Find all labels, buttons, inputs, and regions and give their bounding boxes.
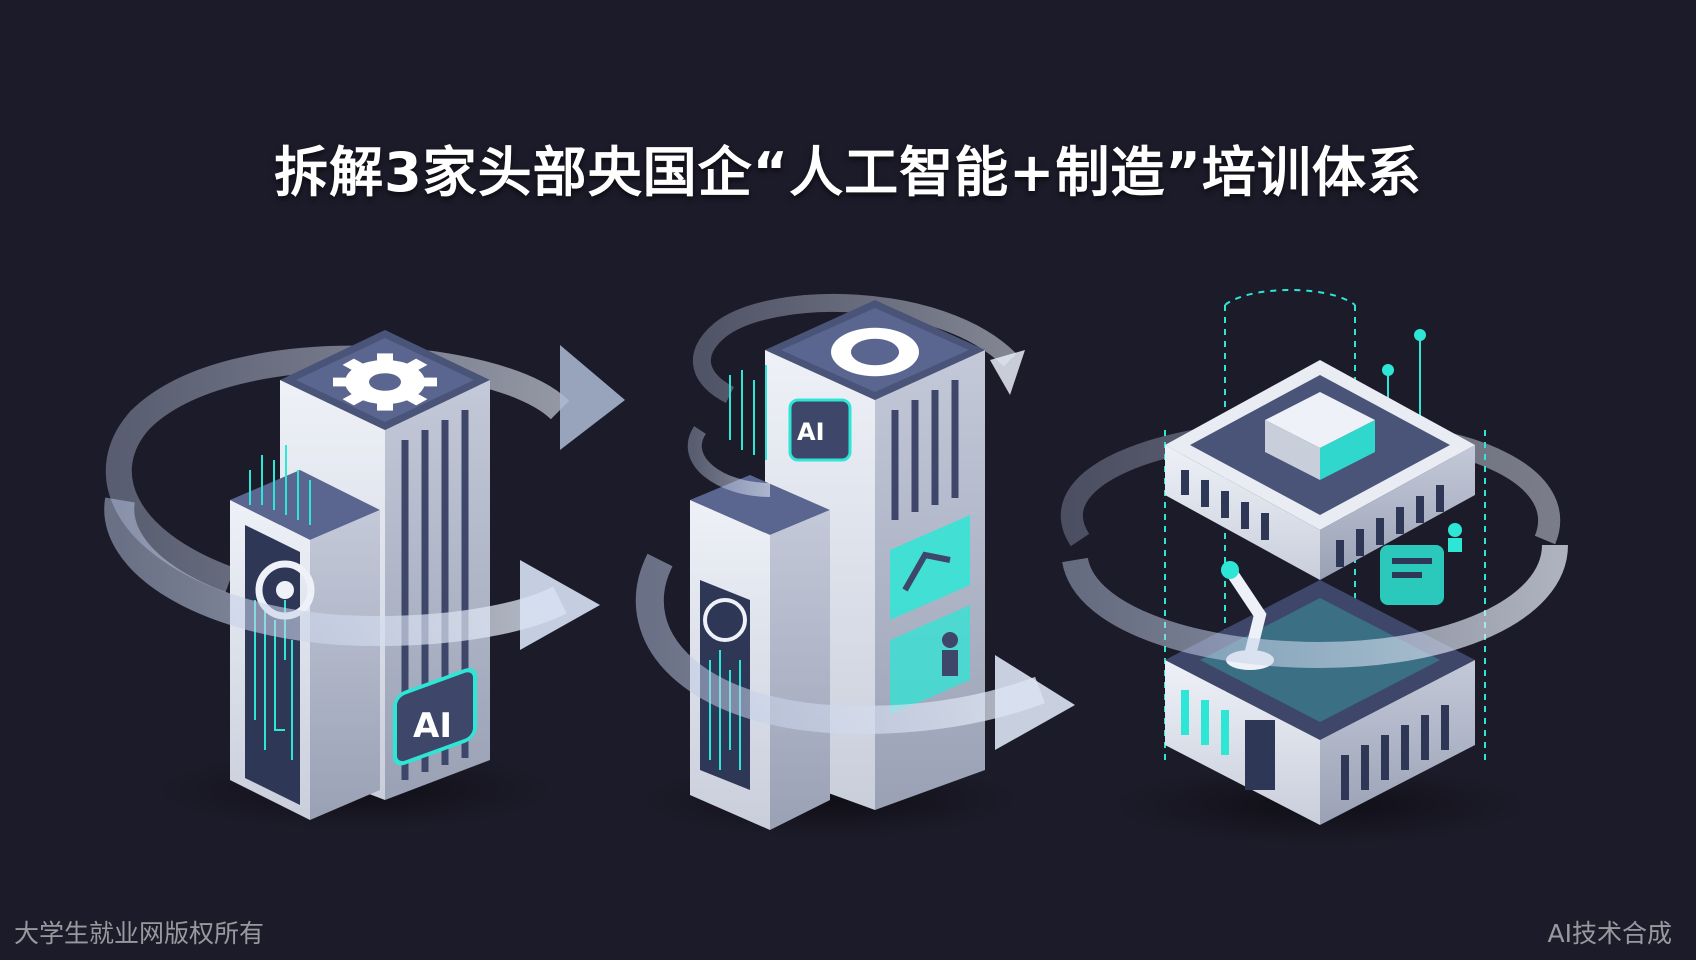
middle-building-group: AI — [635, 293, 1075, 838]
gear-icon — [333, 353, 437, 411]
page-title: 拆解3家头部央国企“人工智能+制造”培训体系 — [274, 141, 1422, 204]
worker-icon — [942, 632, 958, 676]
ai-label: AI — [797, 418, 825, 446]
robot-arm-icon — [902, 551, 951, 592]
watermark-copyright: 大学生就业网版权所有 — [14, 919, 265, 948]
arrow-icon — [990, 350, 1025, 395]
screen-icon — [1380, 545, 1444, 605]
arrow-icon — [995, 655, 1075, 750]
arrow-icon — [560, 345, 625, 450]
arrow-icon — [520, 560, 600, 650]
gear-icon — [831, 327, 919, 377]
left-building-group: AI — [104, 330, 625, 830]
ai-chip-badge: AI — [393, 667, 477, 766]
ai-chip-badge: AI — [788, 398, 852, 462]
watermark-ai-generated: AI技术合成 — [1547, 919, 1672, 948]
module-cubes — [1265, 392, 1375, 480]
ai-label: AI — [413, 706, 452, 746]
right-factory-group — [1060, 289, 1568, 845]
certificate-icon — [703, 598, 747, 642]
worker-icon — [1448, 523, 1462, 552]
